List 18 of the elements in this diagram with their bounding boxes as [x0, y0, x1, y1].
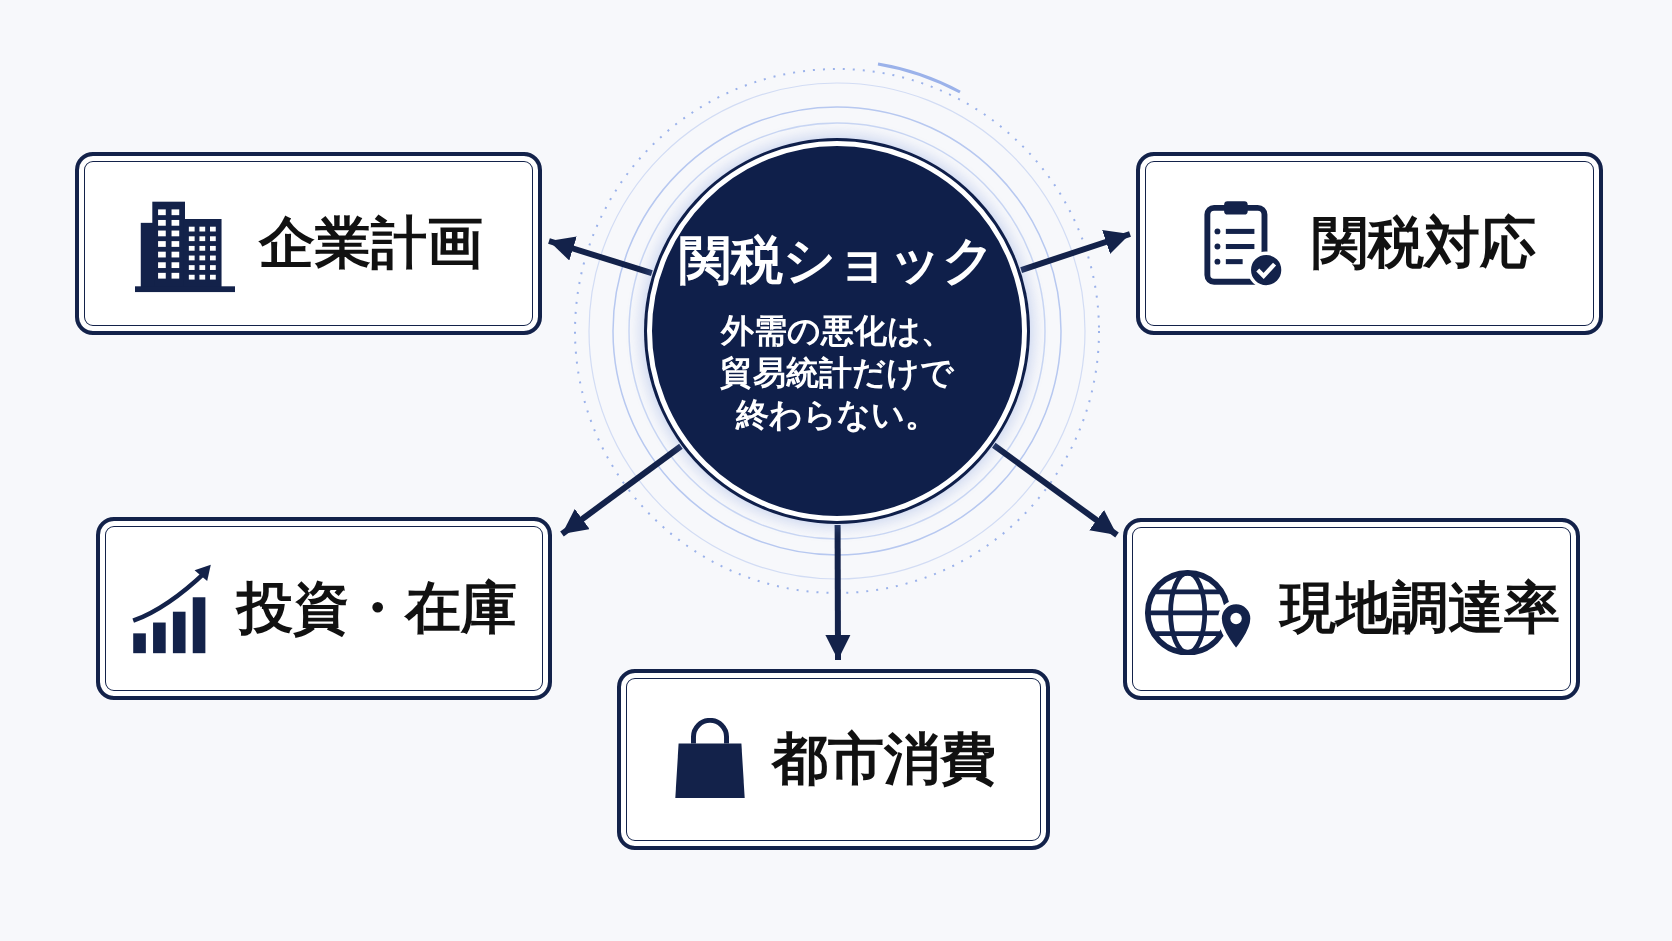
- arrow: [992, 442, 1119, 538]
- arrow: [548, 236, 653, 276]
- topic-box: [1123, 518, 1580, 700]
- circle-body-text: 外需の悪化は、貿易統計だけで終わらない。: [719, 309, 955, 437]
- arrow: [1020, 229, 1131, 273]
- topic-label: 都市消費: [771, 723, 996, 793]
- circle-title: 関税ショック: [679, 227, 995, 292]
- center-circle: [647, 141, 1027, 521]
- arrow: [560, 443, 683, 537]
- topic-label: 現地調達率: [1279, 573, 1560, 642]
- topic-box: [1136, 152, 1603, 335]
- topic-box: [75, 152, 542, 335]
- topic-box: [617, 669, 1050, 850]
- topic-box: [96, 517, 552, 700]
- topic-label: 企業計画: [258, 207, 483, 277]
- topic-label: 関税対応: [1311, 207, 1536, 277]
- arrow: [825, 525, 851, 660]
- topic-label: 投資・在庫: [237, 572, 517, 642]
